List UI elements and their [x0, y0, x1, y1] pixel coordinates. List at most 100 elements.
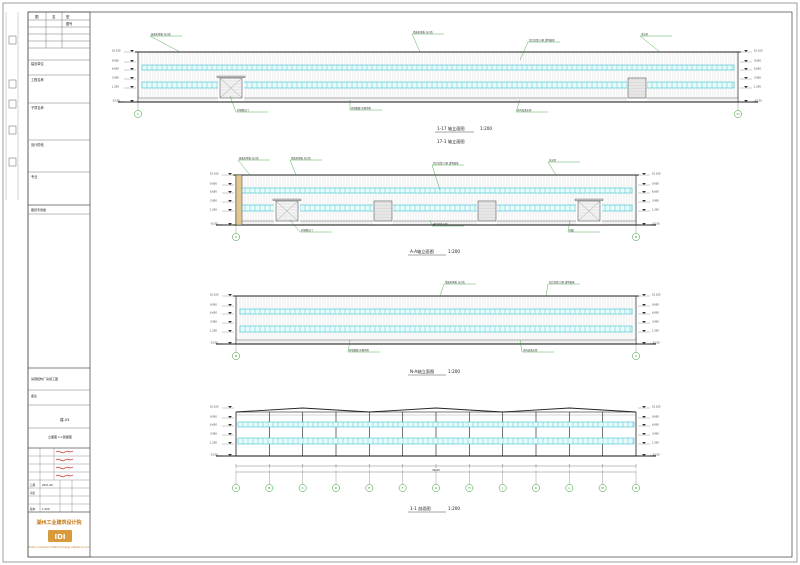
section-level-mark-right — [642, 433, 646, 435]
section-axis-F — [398, 484, 407, 492]
section-axis-K — [532, 484, 540, 492]
section-level-mark-right — [642, 406, 646, 408]
section-level-mark-left — [228, 416, 232, 418]
elev2-canopy-1 — [574, 198, 604, 201]
elev2-level-right: 1.200 — [652, 208, 659, 211]
company-logo: 湖州工业建筑设计院 IDI Huzhou Industrial Architec… — [28, 519, 89, 549]
elev3-level-left: 6.600 — [210, 311, 217, 314]
elev1-level-left: 3.900 — [112, 76, 119, 79]
elev2-level-mark-left — [228, 200, 232, 202]
section-window-band-upper — [237, 421, 635, 428]
elev2-level-mark-left — [228, 191, 232, 193]
elev1-level-mark-left — [130, 77, 134, 79]
elev2-door-note: 彩钢推拉门 — [301, 228, 314, 232]
tb-label-2: 型 — [66, 14, 70, 19]
section-axis-M — [598, 484, 607, 492]
elev3-level-left: 10.100 — [210, 293, 219, 296]
section-level-left: -0.150 — [210, 453, 218, 456]
elev2-end-column — [235, 174, 243, 226]
sheet-number: 建-03 — [60, 417, 69, 422]
elev2-level-mark-right — [642, 223, 646, 225]
date-value: 2021.06 — [42, 483, 53, 487]
elev1-gutter-leader — [515, 99, 548, 113]
elev3-caption: N-A轴立面图 — [410, 368, 434, 375]
elev2-level-left: -0.150 — [210, 222, 218, 225]
elev3-axis-left — [232, 352, 240, 360]
elev2-axis-right-label: N — [635, 235, 637, 239]
elev2-level-mark-right — [642, 191, 646, 193]
elev2-window-leader — [431, 164, 464, 191]
elev2-canopy-0 — [272, 198, 302, 201]
elev1-window-band-lower — [141, 81, 735, 89]
elev1-caption: 1-17 轴立面图 — [437, 125, 465, 132]
elev1-window-band-upper — [141, 64, 735, 71]
elev3-wall-leader — [439, 283, 476, 297]
elev2-level-left: 10.100 — [210, 172, 219, 175]
elev3-window-band-upper — [239, 308, 633, 315]
elev1-level-mark-left — [130, 50, 134, 52]
elev3-level-right: 9.000 — [652, 303, 659, 306]
elev2-door-0-diag — [275, 200, 299, 222]
elev1-level-right: -0.150 — [754, 99, 762, 102]
section-level-mark-right — [642, 454, 646, 456]
tb-label-0: 图 — [35, 15, 39, 19]
logo-letters: IDI — [54, 533, 65, 541]
elev1-level-mark-left — [130, 60, 134, 62]
section-level-mark-left — [228, 454, 232, 456]
elev2-level-right: -0.150 — [652, 222, 660, 225]
elev3-level-left: 9.000 — [210, 303, 217, 306]
elev3-plinth-leader — [347, 339, 380, 353]
elev3-gutter-leader — [519, 339, 554, 353]
section-axis-A-label: A — [235, 486, 238, 490]
tb-label-3: 图号 — [66, 21, 72, 26]
elev2-gutter-note: 天沟及落水管 — [433, 222, 448, 226]
section-level-right: 6.600 — [652, 423, 659, 426]
elev1-roof-leader — [149, 35, 182, 53]
section-scale: 1:200 — [448, 506, 460, 511]
elev1-level-mark-left — [130, 86, 134, 88]
section-axis-E — [365, 484, 374, 492]
title-block: 图 名 型 图号 建设单位 工程名称 子项名称 设计阶段 专业 图纸专用章 某钢… — [27, 11, 91, 558]
elev3-level-mark-right — [642, 342, 646, 344]
elev1-level-mark-right — [744, 50, 748, 52]
elev3-scale: 1:200 — [448, 369, 460, 374]
project-name: 某钢结构厂房施工图 — [31, 376, 58, 381]
section-level-right: 9.000 — [652, 415, 659, 418]
section-axis-G — [432, 484, 440, 492]
drawing-area: 10.100 10.100 9.000 9.000 6.600 6.600 3.900 3.9… — [112, 30, 763, 492]
elev2-level-mark-right — [642, 209, 646, 211]
elev1-level-left: 1.200 — [112, 85, 119, 88]
elev2-axis-right — [632, 233, 640, 241]
elev3-level-mark-left — [228, 312, 232, 314]
tb-row-2: 子项名称 — [31, 105, 45, 110]
elev2-gutter-leader — [429, 219, 464, 227]
elev2-caption: A-A轴立面图 — [410, 248, 434, 255]
elev2-level-right: 3.900 — [652, 199, 659, 202]
binding-margin — [5, 12, 19, 200]
elev2-wall-note: 墙面彩钢板 灰白色 — [291, 156, 311, 160]
elev1-skylight-note: 采光带 — [641, 32, 649, 36]
scale-value: 1:200 — [42, 507, 50, 511]
tb-row-0: 建设单位 — [31, 61, 45, 66]
company-sub: Huzhou Industrial Architectural Design I… — [28, 546, 89, 549]
elev2-level-mark-left — [228, 183, 232, 185]
elev3-window-note: 铝合金窗 白框 透明玻璃 — [549, 280, 575, 284]
section-level-mark-right — [642, 442, 646, 444]
elev1-level-mark-right — [744, 86, 748, 88]
section-total-dim: 96000 — [432, 469, 440, 472]
elev1-level-mark-right — [744, 77, 748, 79]
elev1-level-left: -0.150 — [112, 99, 120, 102]
section-axis-B-label: B — [268, 486, 270, 490]
signature-grid — [28, 448, 90, 481]
elev1-door-leader — [229, 95, 268, 113]
elev1-level-mark-left — [130, 100, 134, 102]
tb-row-6: 审定 — [30, 491, 36, 495]
elev2-skylight-note: 采光带 — [549, 158, 557, 162]
elev1-scale: 1:200 — [480, 126, 492, 131]
elev2-scale: 1:200 — [448, 249, 460, 254]
elev2-door-leader — [289, 219, 332, 233]
section-axis-M-label: M — [601, 486, 604, 490]
drawing-name: 立面图 1-1剖面图 — [48, 434, 72, 439]
elev3-gutter-note: 天沟及落水管 — [523, 348, 538, 352]
section-level-left: 10.100 — [210, 405, 219, 408]
